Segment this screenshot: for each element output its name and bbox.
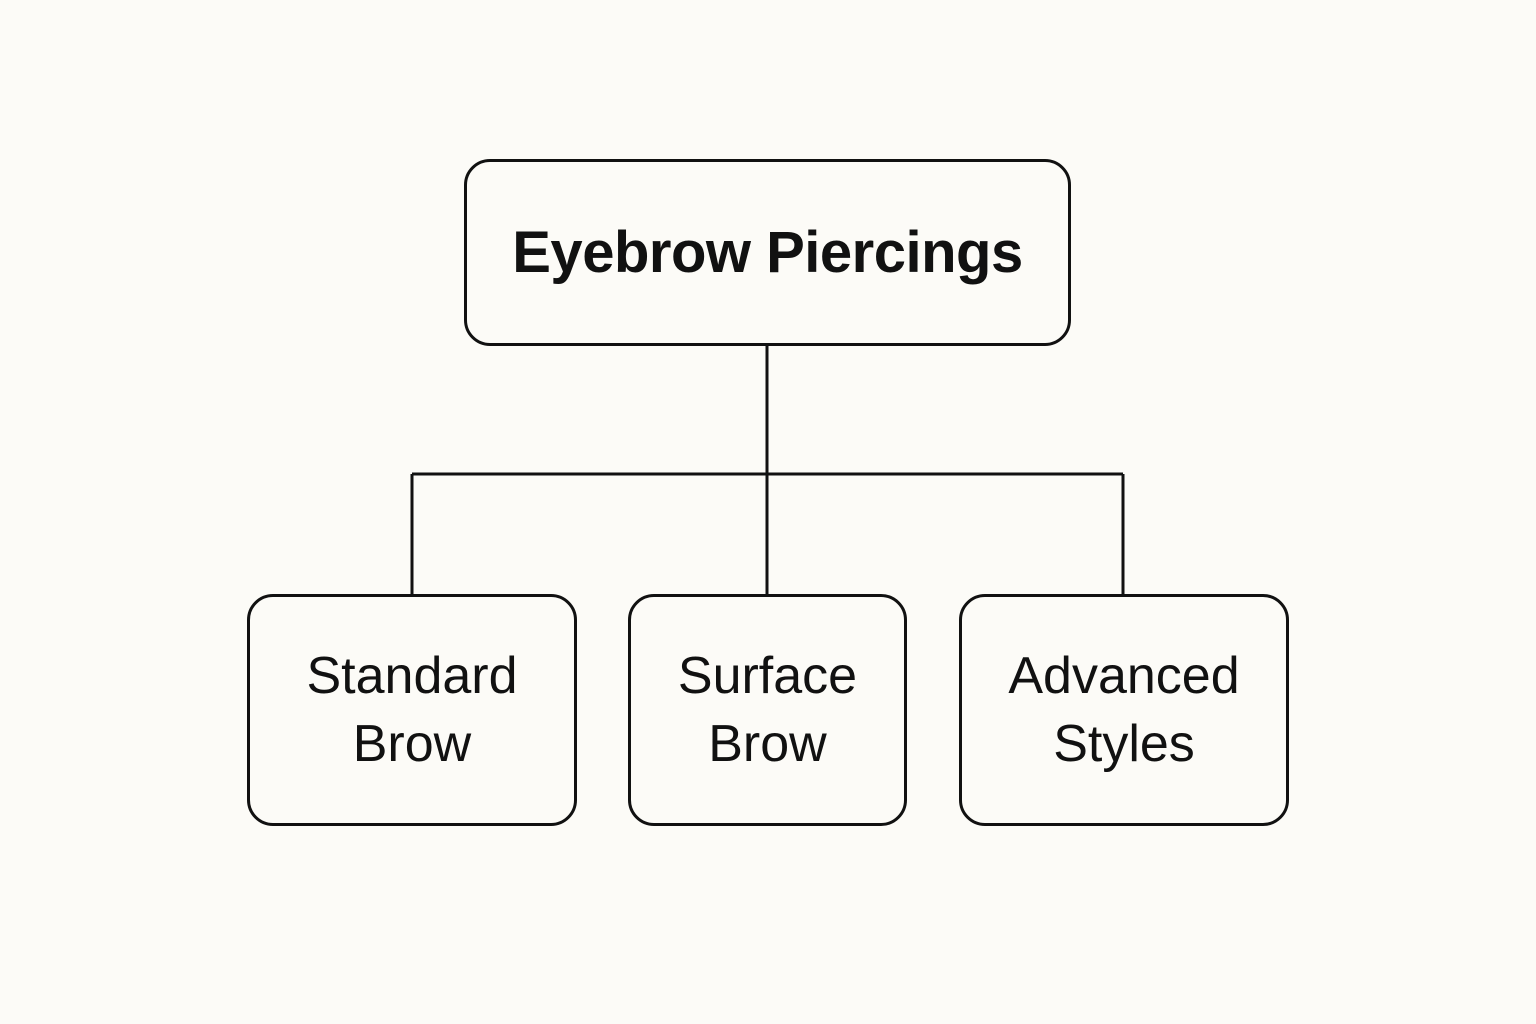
child-node-advanced-styles: Advanced Styles xyxy=(959,594,1289,826)
child-node-label-line1: Advanced xyxy=(1008,647,1240,705)
child-node-label: Standard Brow xyxy=(306,642,517,778)
child-node-standard-brow: Standard Brow xyxy=(247,594,577,826)
child-node-label-line1: Standard xyxy=(306,647,518,705)
child-node-label: Surface Brow xyxy=(678,642,857,778)
root-node-label: Eyebrow Piercings xyxy=(512,220,1023,285)
root-node-eyebrow-piercings: Eyebrow Piercings xyxy=(464,159,1071,346)
child-node-label-line2: Brow xyxy=(708,715,827,773)
child-node-label: Advanced Styles xyxy=(1008,642,1239,778)
child-node-surface-brow: Surface Brow xyxy=(628,594,907,826)
child-node-label-line1: Surface xyxy=(677,647,858,705)
child-node-label-line2: Styles xyxy=(1053,715,1195,773)
child-node-label-line2: Brow xyxy=(352,715,472,773)
